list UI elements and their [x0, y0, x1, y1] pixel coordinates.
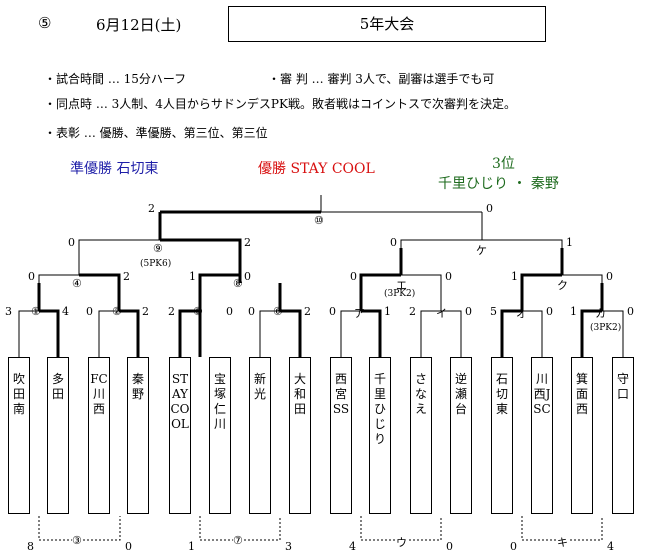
score: 0 [390, 236, 397, 249]
team-box: 石切東 [491, 357, 513, 514]
score: 2 [244, 236, 251, 249]
score: 2 [142, 305, 149, 318]
team-box: 逆瀬台 [450, 357, 472, 514]
score: 1 [384, 305, 391, 318]
score: 2 [123, 270, 130, 283]
team-box: 西宮SS [330, 357, 352, 514]
match-9-label: ⑨ [153, 242, 163, 255]
tournament-title: 5年大会 [228, 6, 546, 42]
match-10-label: ⑩ [314, 214, 324, 227]
winner-label: 優勝 STAY COOL [258, 161, 375, 177]
team-box: 大和田 [289, 357, 311, 514]
match-3-label: ③ [72, 534, 82, 547]
score: 0 [28, 270, 35, 283]
pk-note-ka: (3PK2) [590, 323, 622, 333]
match-e-label: エ [396, 279, 407, 292]
rule-match-time: ・試合時間 … 15分ハーフ [44, 72, 187, 86]
score: 0 [226, 305, 233, 318]
score: 0 [510, 540, 517, 553]
match-a-label: ア [354, 307, 365, 320]
score: 0 [446, 540, 453, 553]
match-ka-label: カ [595, 307, 606, 320]
score: 2 [409, 305, 416, 318]
match-4-label: ④ [72, 277, 82, 290]
team-box: 箕面西 [571, 357, 593, 514]
team-box: FC川西 [88, 357, 110, 514]
score: 1 [566, 236, 573, 249]
rule-referee: ・審 判 … 審判 3人で、副審は選手でも可 [268, 72, 495, 86]
match-6-label: ⑥ [273, 305, 283, 318]
event-number: ⑤ [38, 14, 52, 32]
rule-awards: ・表彰 … 優勝、準優勝、第三位、第三位 [44, 126, 268, 140]
score: 0 [248, 305, 255, 318]
runner-up-label: 準優勝 石切東 [70, 161, 159, 177]
score: 2 [168, 305, 175, 318]
final-score-right: 0 [486, 202, 493, 215]
team-box: 千里ひじり [369, 357, 391, 514]
pk-note-e: (3PK2) [384, 289, 416, 299]
score: 4 [349, 540, 356, 553]
team-box: 秦野 [127, 357, 149, 514]
match-ku-label: ク [557, 279, 568, 292]
score: 4 [62, 305, 69, 318]
score: 1 [511, 270, 518, 283]
match-i-label: イ [436, 307, 447, 320]
match-ke-label: ケ [476, 244, 487, 257]
match-8-label: ⑧ [233, 277, 243, 290]
score: 0 [350, 270, 357, 283]
score: 5 [490, 305, 497, 318]
score: 0 [86, 305, 93, 318]
score: 1 [570, 305, 577, 318]
score: 0 [445, 270, 452, 283]
match-1-label: ① [31, 305, 41, 318]
score: 0 [627, 305, 634, 318]
score: 0 [68, 236, 75, 249]
score: 3 [5, 305, 12, 318]
score: 3 [285, 540, 292, 553]
score: 8 [27, 540, 34, 553]
team-box: さなえ [410, 357, 432, 514]
third-place-label: 3位 [492, 156, 515, 172]
score: 1 [188, 540, 195, 553]
score: 0 [465, 305, 472, 318]
team-box: 川西JSC [531, 357, 553, 514]
score: 0 [244, 270, 251, 283]
team-box: STAYCOOL [169, 357, 191, 514]
match-ki-label: キ [557, 534, 568, 550]
team-box: 宝塚仁川 [209, 357, 231, 514]
score: 4 [607, 540, 614, 553]
match-u-label: ウ [396, 534, 407, 550]
score: 0 [329, 305, 336, 318]
match-2-label: ② [112, 305, 122, 318]
score: 1 [189, 270, 196, 283]
third-place-teams: 千里ひじり ・ 秦野 [438, 176, 559, 192]
score: 2 [304, 305, 311, 318]
match-7-label: ⑦ [233, 534, 243, 547]
match-5-label: ⑤ [193, 305, 203, 318]
final-score-left: 2 [148, 202, 155, 215]
score: 0 [606, 270, 613, 283]
team-box: 守口 [612, 357, 634, 514]
event-date: 6月12日(土) [96, 16, 182, 34]
score: 0 [125, 540, 132, 553]
pk-note-9: (5PK6) [140, 259, 172, 269]
team-box: 吹田南 [8, 357, 30, 514]
team-box: 多田 [47, 357, 69, 514]
team-box: 新光 [249, 357, 271, 514]
rule-tie: ・同点時 … 3人制、4人目からサドンデスPK戦。敗者戦はコイントスで次審判を決… [44, 97, 516, 111]
match-o-label: オ [516, 307, 527, 320]
score: 0 [546, 305, 553, 318]
